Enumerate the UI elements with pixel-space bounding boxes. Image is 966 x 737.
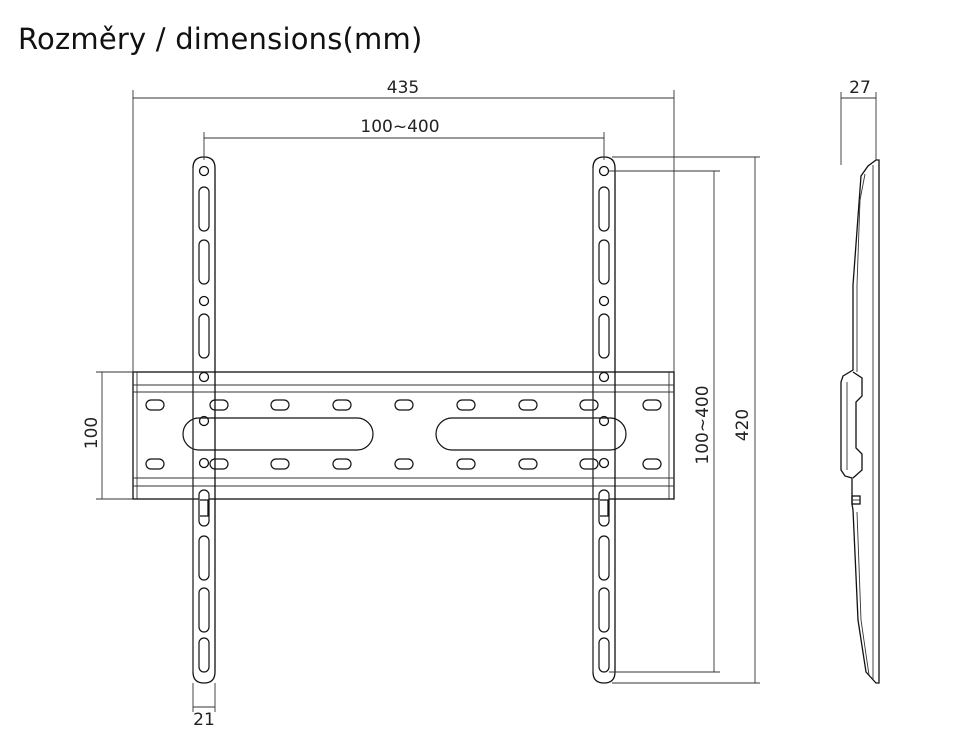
side-profile-view: 27 [840,78,880,684]
overall-width-label: 435 [387,78,419,98]
wall-rail [132,371,675,500]
arm-width-label: 21 [193,710,215,730]
rail-height-label: 100 [82,417,102,449]
left-vertical-arm [192,156,216,684]
dimension-vesa-horizontal: 100~400 [203,117,605,160]
dimension-overall-height: 420 [612,156,760,684]
dimension-arm-width: 21 [192,683,216,730]
vesa-horizontal-label: 100~400 [360,117,439,137]
dimension-vesa-vertical: 100~400 [609,170,720,673]
page-title: Rozměry / dimensions(mm) [18,22,423,56]
dimension-rail-height: 100 [82,371,133,500]
depth-label: 27 [849,78,871,98]
dimension-overall-width: 435 [132,78,675,372]
vesa-vertical-label: 100~400 [693,385,713,464]
overall-height-label: 420 [733,409,753,441]
